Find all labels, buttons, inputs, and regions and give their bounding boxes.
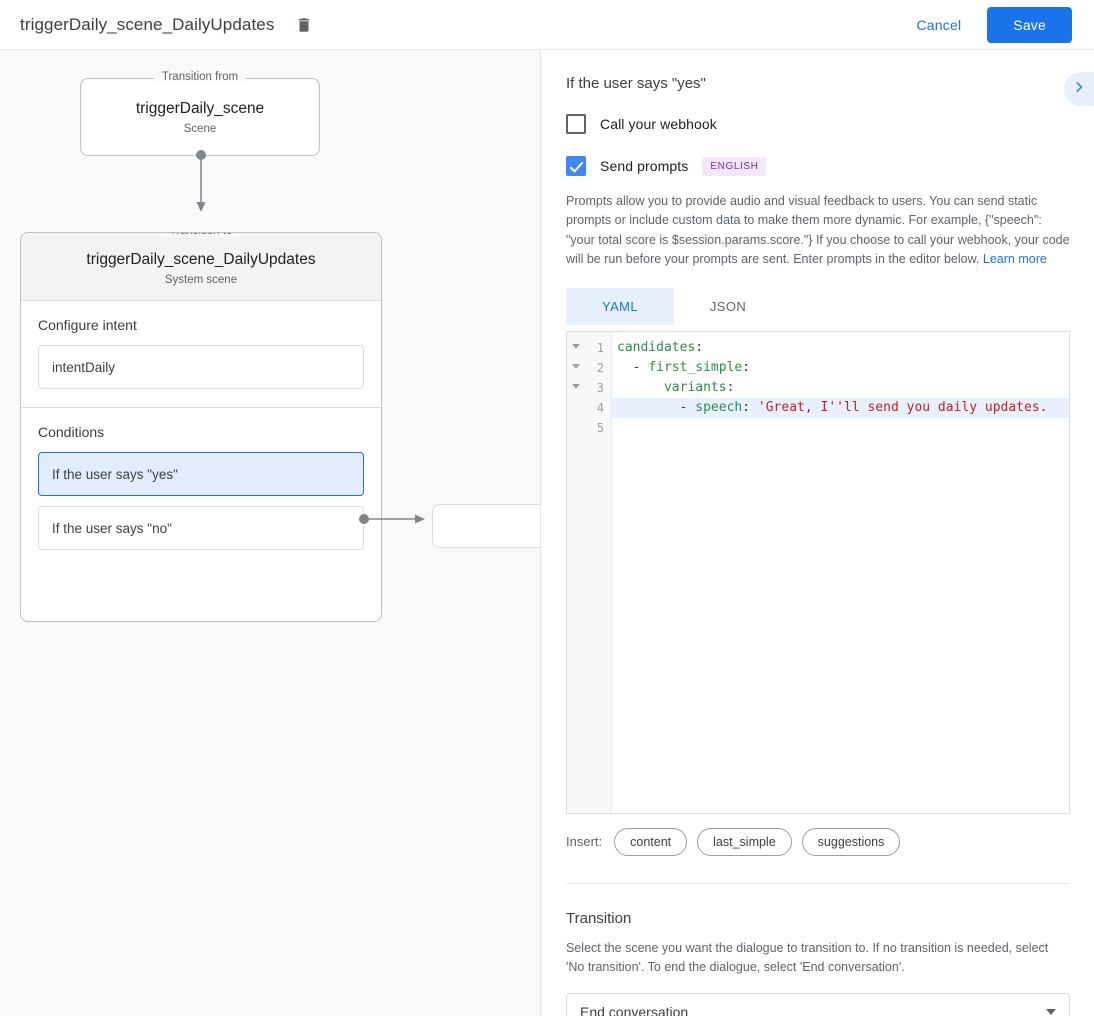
fold-triangle-icon[interactable] [572,383,580,389]
configure-intent-section: Configure intent intentDaily [21,301,381,407]
editor-line-number: 4 [596,400,604,415]
panel-title: If the user says "yes" [566,75,706,92]
panel-collapse-button[interactable] [1064,72,1094,106]
connector-vertical [196,150,206,220]
editor-code-line [612,418,1069,438]
prompts-description-text: Prompts allow you to provide audio and v… [566,194,1070,267]
transition-from-title: triggerDaily_scene [135,100,265,117]
conditions-label: Conditions [38,424,105,440]
editor-line-number: 2 [567,358,611,378]
save-button[interactable]: Save [987,6,1072,43]
insert-label: Insert: [566,834,603,849]
editor-line-number: 5 [596,420,604,435]
transition-from-legend: Transition from [153,71,247,83]
transition-to-node[interactable]: Transition to triggerDaily_scene_DailyUp… [20,232,382,622]
page-title: triggerDaily_scene_DailyUpdates [20,14,275,34]
call-webhook-checkbox[interactable] [566,114,586,134]
transition-from-subtitle: Scene [183,123,217,135]
conditions-section: Conditions If the user says "yes" If the… [21,407,381,568]
editor-line-number: 1 [567,338,611,358]
transition-from-node[interactable]: Transition from triggerDaily_scene Scene [80,71,320,156]
section-divider [566,882,1070,884]
editor-code-line: - speech: 'Great, I''ll send you daily u… [612,397,1069,418]
transition-select-value: End conversation [580,1004,689,1016]
webhook-checkbox-row[interactable]: Call your webhook [566,114,1070,134]
insert-chips-row: Insert: content last_simple suggestions [566,827,1070,856]
insert-chip-content[interactable]: content [614,827,688,856]
tab-yaml[interactable]: YAML [566,287,674,325]
transition-to-legend: Transition to [161,233,241,237]
transition-description: Select the scene you want the dialogue t… [566,940,1049,974]
editor-code-area[interactable]: candidates: - first_simple: variants: - … [612,332,1069,813]
top-bar: triggerDaily_scene_DailyUpdates Cancel S… [0,0,1094,50]
insert-chip-last-simple[interactable]: last_simple [697,827,792,856]
editor-line-number: 3 [567,378,611,398]
condition-item-yes[interactable]: If the user says "yes" [38,452,364,496]
tab-json[interactable]: JSON [674,288,782,325]
insert-chip-suggestions[interactable]: suggestions [801,827,901,856]
transition-section-title: Transition [566,909,632,927]
scene-graph-canvas[interactable]: Transition from triggerDaily_scene Scene… [0,50,541,1016]
call-webhook-label: Call your webhook [600,116,717,132]
editor-code-line: candidates: [617,339,704,355]
chevron-down-icon [1046,1009,1056,1016]
details-panel: If the user says "yes" Call your webhook… [542,50,1094,1016]
send-prompts-checkbox[interactable] [566,156,586,176]
intent-field[interactable]: intentDaily [38,345,364,389]
transition-to-header: triggerDaily_scene_DailyUpdates System s… [21,233,381,301]
language-badge: ENGLISH [702,156,767,176]
editor-code-line: - first_simple: [617,359,751,375]
prompts-description: Prompts allow you to provide audio and v… [566,192,1070,270]
send-prompts-checkbox-row[interactable]: Send prompts ENGLISH [566,156,1070,176]
editor-code-line: variants: [663,379,735,395]
transition-select[interactable]: End conversation [566,993,1070,1016]
transition-to-title: triggerDaily_scene_DailyUpdates [86,251,316,268]
delete-button[interactable] [290,11,318,39]
fold-triangle-icon[interactable] [572,363,580,369]
condition-item-no[interactable]: If the user says "no" [38,506,364,550]
learn-more-link[interactable]: Learn more [982,252,1047,267]
trash-icon [295,16,313,34]
cancel-button[interactable]: Cancel [903,9,976,41]
fold-triangle-icon[interactable] [572,343,580,349]
transition-to-subtitle: System scene [164,274,238,286]
chevron-right-icon [1072,80,1086,99]
editor-format-tabs: YAML JSON [566,287,1070,325]
transition-target-node[interactable] [432,504,540,548]
connector-horizontal [358,512,428,531]
topbar-actions: Cancel Save [903,6,1072,43]
send-prompts-label: Send prompts [600,158,689,174]
configure-intent-label: Configure intent [38,317,137,333]
